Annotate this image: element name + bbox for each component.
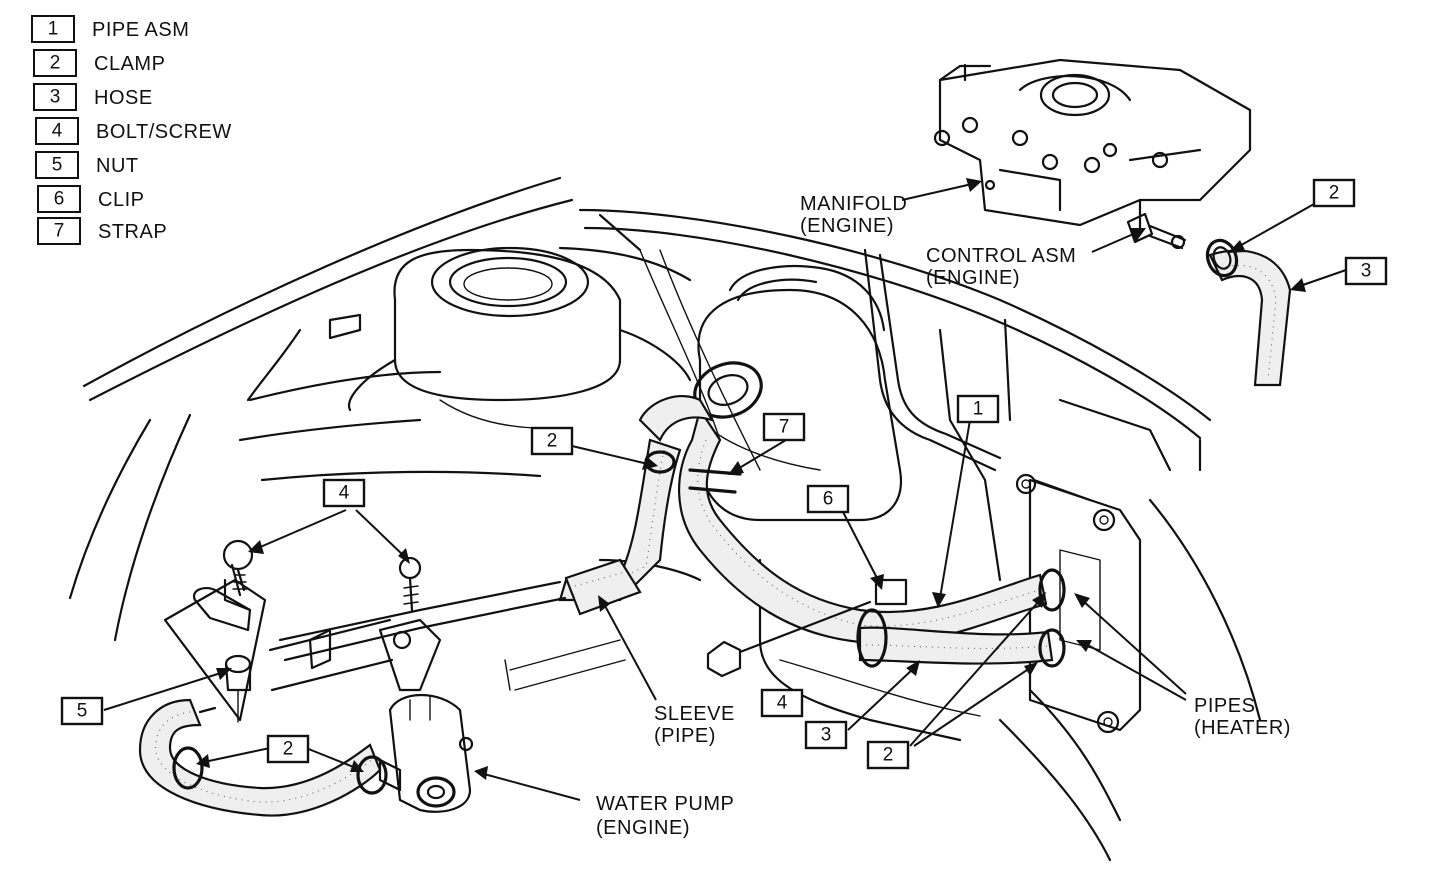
legend-label: BOLT/SCREW xyxy=(96,121,232,143)
legend-item: 5 NUT xyxy=(35,151,139,179)
callout-number: 6 xyxy=(823,489,834,510)
legend-label: PIPE ASM xyxy=(92,19,189,41)
parts-legend: 1 PIPE ASM 2 CLAMP 3 HOSE 4 BOLT/SCREW 5… xyxy=(31,15,232,245)
legend-label: CLIP xyxy=(98,189,144,211)
callout-number: 2 xyxy=(883,745,894,766)
legend-item: 4 BOLT/SCREW xyxy=(35,117,232,145)
intake-manifold xyxy=(933,58,1252,232)
callout-4-bolt-lower: 4 xyxy=(760,688,804,718)
clamp-heater-upper xyxy=(1038,568,1066,612)
legend-num: 1 xyxy=(48,19,59,40)
control-asm-label: CONTROL ASM xyxy=(926,245,1076,267)
callout-3-bottom: 3 xyxy=(804,720,848,750)
sleeve-label: SLEEVE xyxy=(654,703,735,725)
callout-number: 2 xyxy=(283,739,294,760)
callout-5-nut: 5 xyxy=(60,696,104,726)
callout-number: 7 xyxy=(779,417,790,438)
clamp-center xyxy=(856,608,888,668)
callout-number: 5 xyxy=(77,701,88,722)
bracket-assembly xyxy=(163,539,442,723)
legend-num: 6 xyxy=(54,189,65,210)
control-asm-sublabel: (ENGINE) xyxy=(926,267,1020,289)
legend-label: STRAP xyxy=(98,221,167,243)
clamp-heater-lower xyxy=(1038,628,1066,668)
legend-label: NUT xyxy=(96,155,139,177)
legend-item: 2 CLAMP xyxy=(33,49,165,77)
heater-pipes-sublabel: (HEATER) xyxy=(1194,717,1291,739)
callout-2-bottom: 2 xyxy=(866,740,910,770)
clamp-bottom-mid xyxy=(356,755,388,795)
pipe-sleeve xyxy=(564,558,642,616)
callout-7-strap: 7 xyxy=(762,412,806,442)
callout-1-pipe: 1 xyxy=(956,394,1000,424)
clip xyxy=(874,578,908,606)
bolt-left xyxy=(230,563,246,597)
legend-item: 3 HOSE xyxy=(33,83,153,111)
bolt-center-left xyxy=(706,600,872,678)
callout-2-center: 2 xyxy=(530,426,574,456)
manifold-sublabel: (ENGINE) xyxy=(800,215,894,237)
leader-lines xyxy=(103,178,1347,801)
clamp-bottom-left xyxy=(172,746,204,790)
hoses xyxy=(138,249,1292,817)
heater-core-plate xyxy=(1015,473,1142,734)
callout-boxes: 2 3 1 2 7 6 4 4 xyxy=(60,178,1388,770)
bolt-shank xyxy=(738,600,872,654)
legend-num: 7 xyxy=(54,221,65,242)
vehicle-body-lines xyxy=(68,176,1262,862)
manifold-label: MANIFOLD xyxy=(800,193,907,215)
callout-number: 2 xyxy=(1329,183,1340,204)
water-pump-sublabel: (ENGINE) xyxy=(596,817,690,839)
legend-num: 3 xyxy=(50,87,61,108)
blower-housing xyxy=(693,265,903,522)
legend-num: 4 xyxy=(52,121,63,142)
legend-label: CLAMP xyxy=(94,53,165,75)
water-pump xyxy=(378,693,474,813)
callout-6-clip: 6 xyxy=(806,484,850,514)
callout-number: 1 xyxy=(973,399,984,420)
legend-item: 7 STRAP xyxy=(37,217,167,245)
legend-label: HOSE xyxy=(94,87,153,109)
callout-number: 4 xyxy=(339,483,350,504)
component-labels: MANIFOLD (ENGINE) CONTROL ASM (ENGINE) S… xyxy=(596,193,1291,839)
sleeve-sublabel: (PIPE) xyxy=(654,725,716,747)
callout-number: 2 xyxy=(547,431,558,452)
clamp-top-right xyxy=(1205,238,1239,278)
callout-number: 3 xyxy=(821,725,832,746)
heater-pipes-label: PIPES xyxy=(1194,695,1255,717)
water-pump-label: WATER PUMP xyxy=(596,793,734,815)
strut-tower xyxy=(328,246,692,429)
legend-num: 5 xyxy=(52,155,63,176)
callout-number: 3 xyxy=(1361,261,1372,282)
callout-2-bottom-left: 2 xyxy=(266,734,310,764)
callout-2-top-right: 2 xyxy=(1312,178,1356,208)
callout-number: 4 xyxy=(777,693,788,714)
legend-item: 1 PIPE ASM xyxy=(31,15,189,43)
legend-num: 2 xyxy=(50,53,61,74)
callout-4-bolt: 4 xyxy=(322,478,366,508)
bolt-mid xyxy=(408,576,414,612)
legend-item: 6 CLIP xyxy=(37,185,144,213)
callout-3-top-right: 3 xyxy=(1344,256,1388,286)
